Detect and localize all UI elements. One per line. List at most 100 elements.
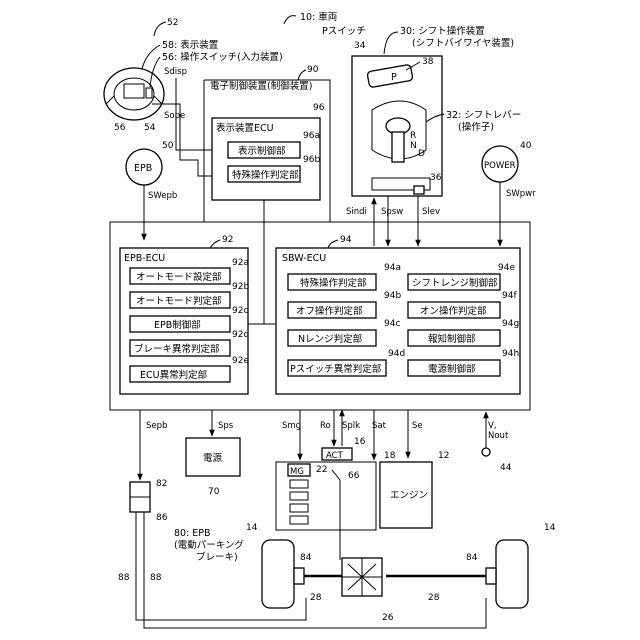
brake-right [486,568,496,584]
epb-device-label-1: 80: EPB [174,528,211,539]
ref-70: 70 [208,487,220,497]
ref-94a: 94a [384,263,401,273]
ref-88-left: 88 [118,573,130,583]
leader-92 [210,240,220,248]
ref-14-right: 14 [544,523,556,533]
ref-94g: 94g [502,319,519,329]
ref-26: 26 [382,613,394,623]
ref-54: 54 [144,123,156,133]
display-ecu-title: 表示装置ECU [216,122,274,134]
signal-nout: Nout [488,431,509,441]
shift-lever-label-2: (操作子) [458,121,494,133]
ref-94h: 94h [502,349,519,359]
shift-sensor [414,186,424,194]
shift-range-control-text: シフトレンジ制御部 [412,277,498,289]
brake-fault-judge-text: ブレーキ異常判定部 [134,343,220,355]
ref-18: 18 [384,451,396,461]
ref-92d: 92d [232,330,249,340]
off-op-judge-text: オフ操作判定部 [296,305,363,317]
svg-text:D: D [418,149,425,159]
act-text: ACT [326,451,344,461]
mg-rotor [290,480,308,524]
sbw-special-op-text: 特殊操作判定部 [300,277,367,289]
ref-90: 90 [307,65,319,75]
shift-device-label-2: (シフトバイワイヤ装置) [412,37,514,49]
ref-86: 86 [156,513,168,523]
ref-84-right: 84 [466,553,478,563]
display-control-text: 表示制御部 [238,145,286,157]
leader-94 [328,240,338,248]
signal-sope: Sope [164,111,185,121]
epb-control-text: EPB制御部 [154,319,201,331]
signal-ro: Ro [320,421,331,431]
brake-left [294,568,304,584]
power-source-text: 電源 [203,453,223,464]
ref-96b: 96b [303,155,320,165]
signal-se: Se [412,421,423,431]
signal-sdisp: Sdisp [164,67,187,77]
ref-94d: 94d [388,349,405,359]
ref-28-left: 28 [310,593,322,603]
ref-56: 56 [114,123,126,133]
ref-44: 44 [500,463,512,473]
signal-sepb: Sepb [146,421,167,431]
auto-mode-judge-text: オートモード判定部 [136,295,222,307]
ref-12: 12 [438,451,449,461]
signal-v: V, [488,421,497,431]
wheel-right [496,540,528,608]
signal-sindi: Sindi [346,207,367,217]
ref-94e: 94e [498,263,515,273]
vehicle-label: 10: 車両 [300,11,337,23]
p-switch-fault-text: Pスイッチ異常判定部 [290,363,381,375]
ref-94f: 94f [502,291,517,301]
epb-device-label-3: ブレーキ) [196,551,238,563]
ref-50: 50 [162,141,174,151]
signal-slev: Slev [422,207,440,217]
svg-text:R: R [410,131,416,141]
epb-ecu-title: EPB-ECU [124,253,165,264]
ref-22: 22 [316,465,327,475]
internal-bus [248,200,276,324]
wheel-left [262,540,294,608]
power-control-text: 電源制御部 [428,363,476,375]
svg-text:N: N [410,141,417,151]
ref-92: 92 [222,235,233,245]
sensor-44 [482,448,490,456]
n-range-judge-text: Nレンジ判定部 [298,333,362,345]
p-switch-label: Pスイッチ [322,26,366,37]
engine-text: エンジン [390,490,428,501]
ref-82: 82 [156,479,167,489]
ref-38: 38 [422,57,434,67]
notification-control-text: 報知制御部 [428,333,476,345]
epb-device-label-2: (電動パーキング [174,539,244,551]
leader-90 [298,70,306,80]
signal-sps: Sps [218,421,234,431]
leader-30 [384,32,398,54]
electronic-control-label: 電子制御装置(制御装置) [210,80,312,92]
ref-52: 52 [167,18,178,28]
signal-swepb: SWepb [148,191,177,201]
sbw-ecu-title: SBW-ECU [282,253,326,264]
ref-40: 40 [520,141,532,151]
ref-84-left: 84 [300,553,312,563]
ref-94c: 94c [384,319,400,329]
ref-28-right: 28 [428,593,440,603]
leader-vehicle [284,16,296,24]
signal-spsw: Spsw [381,207,403,217]
ecu-fault-judge-text: ECU異常判定部 [140,369,207,381]
shift-device-label-1: 30: シフト操作装置 [400,25,485,37]
ref-94b: 94b [384,291,401,301]
leader-58 [142,45,160,69]
mg-text: MG [290,467,304,477]
leader-52 [154,22,166,36]
on-op-judge-text: オン操作判定部 [420,305,487,317]
ref-34: 34 [354,41,366,51]
ref-96: 96 [313,103,325,113]
epb-switch-text: EPB [134,163,152,174]
ref-92e: 92e [232,356,249,366]
shift-lever-label-1: 32: シフトレバー [446,110,521,121]
parking-lock-shaft [332,470,340,530]
display-special-op-text: 特殊操作判定部 [232,169,299,181]
ref-92a: 92a [232,258,249,268]
signal-swpwr: SWpwr [506,189,536,199]
